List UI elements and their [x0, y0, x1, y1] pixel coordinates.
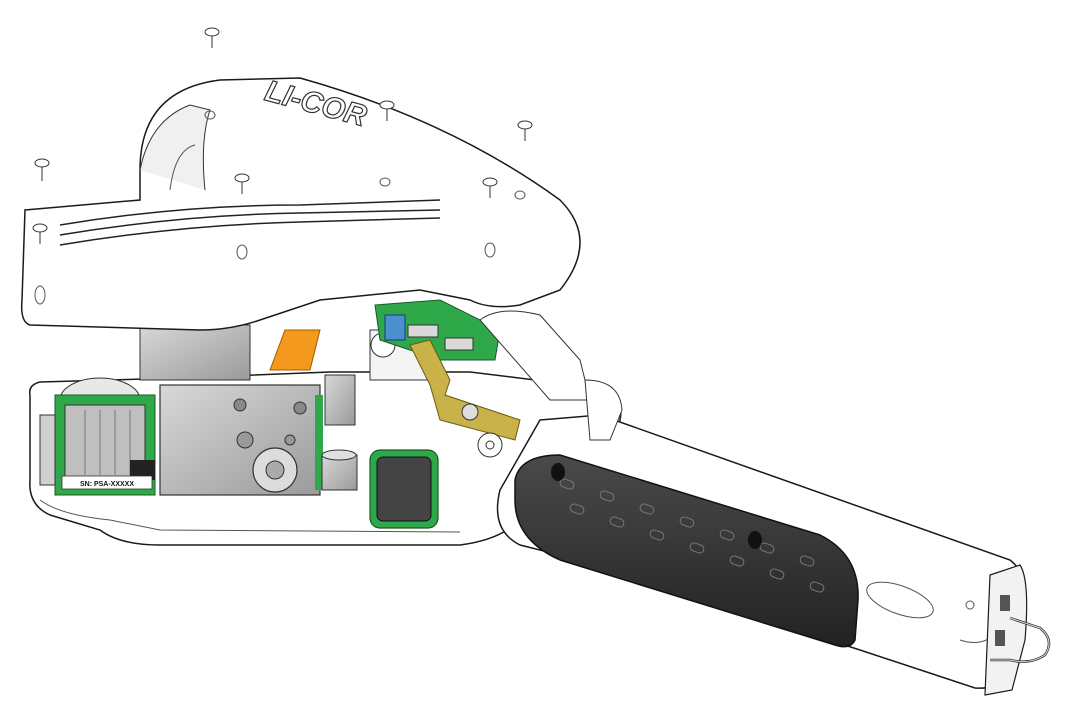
screw: [517, 120, 533, 141]
screw: [32, 223, 48, 244]
screw: [482, 177, 498, 198]
screw: [234, 173, 250, 194]
end-cap: [984, 564, 1028, 696]
rubber-grip: [514, 454, 859, 648]
housing-posts: [477, 310, 623, 458]
flex-cable: [269, 329, 321, 371]
serial-label: SN: PSA-XXXXX: [80, 481, 134, 488]
sensor-window: [369, 449, 439, 529]
rear-block: [139, 324, 251, 381]
bracket: [409, 339, 521, 441]
cylinder-part: [321, 449, 358, 491]
screw: [379, 100, 395, 121]
top-cover: LI-COR: [20, 74, 581, 331]
sensor-board: SN: PSA-XXXXX: [39, 377, 156, 496]
screw: [204, 27, 220, 48]
screws: [32, 27, 533, 244]
top-board: [374, 299, 501, 361]
screw: [34, 158, 50, 181]
central-block: [159, 384, 323, 496]
